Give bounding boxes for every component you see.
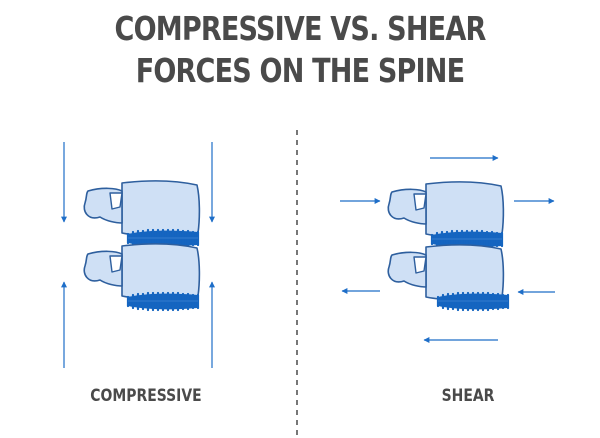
compressive-arrows: [61, 142, 215, 368]
compressive-spine: [83, 180, 201, 312]
shear-spine: [387, 181, 510, 312]
shear-arrows: [340, 155, 555, 343]
compressive-label: COMPRESSIVE: [90, 386, 202, 406]
title-line-2: FORCES ON THE SPINE: [135, 51, 465, 90]
title-line-1: COMPRESSIVE VS. SHEAR: [114, 9, 487, 48]
shear-label: SHEAR: [441, 386, 495, 406]
page-title: COMPRESSIVE VS. SHEAR FORCES ON THE SPIN…: [54, 8, 546, 92]
